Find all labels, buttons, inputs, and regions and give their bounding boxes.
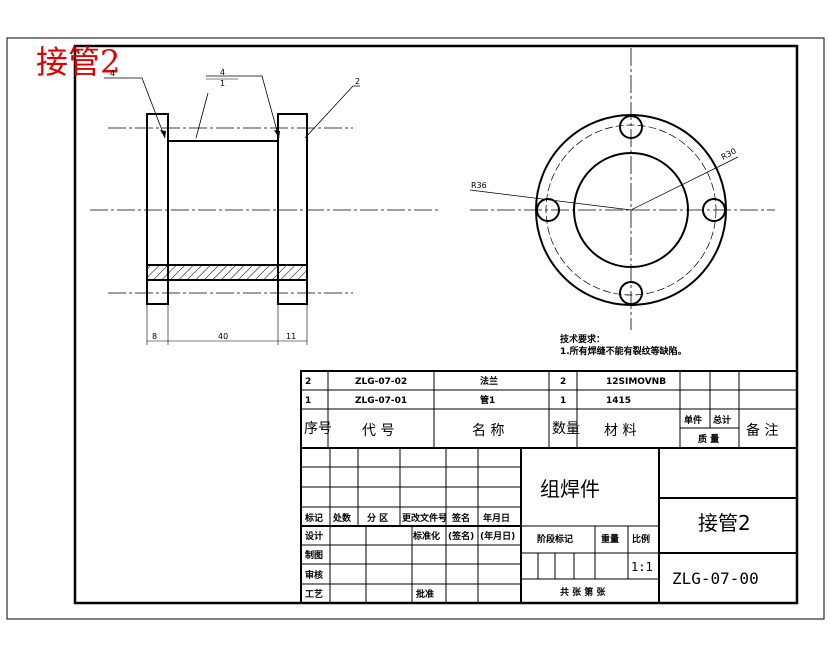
bom-header-qty: 数量 <box>552 421 580 437</box>
leader-arrow-right <box>274 130 280 138</box>
weight-label: 重量 <box>601 533 619 545</box>
dim-pipe-length: 40 <box>218 332 228 341</box>
bolt-hole-bottom <box>619 281 643 305</box>
dim-flange-right: 11 <box>286 332 296 341</box>
bom-header-unit: 单件 <box>684 414 702 426</box>
drawing-number: ZLG-07-00 <box>672 569 759 588</box>
leader-left-weld <box>104 77 166 139</box>
bolt-hole-right <box>702 198 726 222</box>
leader-left-number: 4 <box>110 69 115 78</box>
leader-pipe <box>195 92 209 139</box>
bom-row2-material: 12SIMOVNB <box>606 377 666 387</box>
side-view: R36 R30 <box>469 48 775 330</box>
row-craft: 工艺 <box>305 588 323 600</box>
row-approve: 批准 <box>416 588 434 600</box>
title-block <box>300 370 798 604</box>
row-review: 审核 <box>305 569 323 581</box>
rev-sign: 签名 <box>451 512 470 524</box>
radius-leader-r36 <box>469 189 632 211</box>
title-block-text: 标记 处数 分 区 更改文件号 签名 年月日 设计 标准化 (签名) (年月日)… <box>304 477 759 600</box>
assembly-type: 组焊件 <box>540 477 600 501</box>
scale-label: 比例 <box>632 533 650 545</box>
rev-count: 处数 <box>332 512 352 524</box>
outer-border <box>6 37 825 620</box>
rev-zone: 分 区 <box>367 512 388 524</box>
notes-line-1: 1.所有焊缝不能有裂纹等缺陷。 <box>560 345 687 357</box>
bom-row1-qty: 1 <box>560 396 566 406</box>
leader-right-number: 4 <box>220 68 225 77</box>
bom-header-total: 总计 <box>713 414 731 426</box>
bom-row1-material: 1415 <box>606 396 631 406</box>
scale-value: 1:1 <box>631 560 653 574</box>
rev-mark: 标记 <box>304 512 323 524</box>
sheets-label: 共 张 第 张 <box>560 586 606 598</box>
row-draw: 制图 <box>305 549 323 561</box>
bore-circle <box>573 152 689 268</box>
leader-flange-number: 2 <box>355 77 360 86</box>
bom-row2-name: 法兰 <box>480 375 498 387</box>
leader-right-weld <box>206 75 280 139</box>
bolt-hole-left <box>536 198 560 222</box>
bolt-hole-top <box>619 115 643 139</box>
stage-mark: 阶段标记 <box>537 533 573 545</box>
bom-header-weight: 质 量 <box>698 433 719 445</box>
bom-header-name: 名 称 <box>472 423 504 439</box>
front-view: 4 4 1 2 8 40 11 <box>90 68 440 345</box>
bom-header-code: 代 号 <box>362 423 394 439</box>
section-hatch <box>146 264 308 281</box>
leader-right-callout: 1 <box>220 79 225 88</box>
bom-header-material: 材 料 <box>604 423 636 439</box>
radius-label-r30: R30 <box>720 146 738 161</box>
row-date: (年月日) <box>480 530 515 542</box>
bolt-circle <box>545 124 717 296</box>
bom-row1-seq: 1 <box>305 396 311 406</box>
rev-doc: 更改文件号 <box>402 512 447 524</box>
right-bolt-hole <box>277 279 308 305</box>
leader-flange <box>304 85 360 139</box>
rev-date: 年月日 <box>483 512 510 524</box>
stamp-title: 接管2 <box>36 43 120 81</box>
bom-row1-name: 管1 <box>480 394 495 406</box>
notes-heading: 技术要求： <box>560 333 605 345</box>
bom-header-remark: 备 注 <box>746 422 778 439</box>
bom-row1-code: ZLG-07-01 <box>355 396 407 406</box>
part-name: 接管2 <box>698 511 751 535</box>
left-bolt-hole <box>146 279 169 305</box>
row-design: 设计 <box>305 530 323 542</box>
dim-flange-left: 8 <box>152 332 157 341</box>
bom-header-seq: 序号 <box>304 421 332 437</box>
radius-label-r36: R36 <box>471 181 487 190</box>
bom-row2-code: ZLG-07-02 <box>355 377 407 387</box>
row-sign: (签名) <box>448 530 474 542</box>
leader-arrow-left <box>160 130 166 138</box>
bom-table: 2 ZLG-07-02 法兰 2 12SIMOVNB 1 ZLG-07-01 管… <box>304 375 778 445</box>
bom-row2-seq: 2 <box>305 377 311 387</box>
row-standardize: 标准化 <box>412 530 440 542</box>
radius-leader-r30 <box>630 156 739 211</box>
bom-row2-qty: 2 <box>560 377 566 387</box>
